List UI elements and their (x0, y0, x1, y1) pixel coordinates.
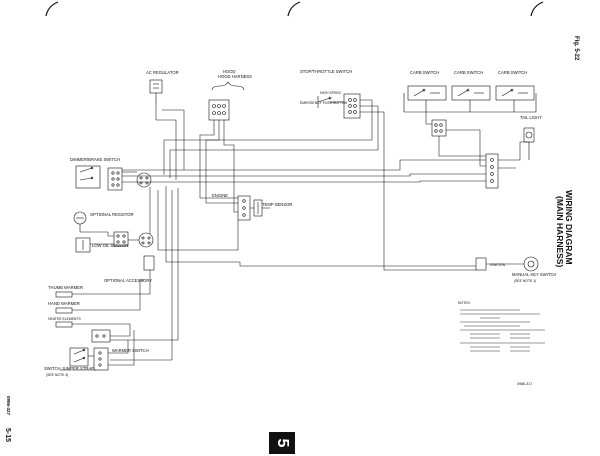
reference-code: 0986-317 (517, 382, 533, 386)
right-connector-block (485, 153, 499, 189)
label-switch-jumper-strap: SWITCH JUMPER STRAP (44, 366, 94, 371)
carb-switch-2-symbol (451, 85, 491, 101)
low-oil-sensor-symbol (75, 231, 129, 253)
label-dimmer-brake-switch: DIMMER/BRAKE SWITCH (70, 157, 120, 162)
notes-block (460, 309, 545, 352)
label-high-speed: HIGH SPEED (320, 91, 341, 95)
figure-number: Fig. 5-22 (573, 36, 579, 61)
label-heater-elements: HEATER ELEMENTS (48, 317, 81, 321)
tail-light-symbol (523, 127, 535, 160)
label-stop-throttle-switch: STOP/THROTTLE SWITCH (300, 69, 352, 74)
label-temp-sensor: TEMP SENSOR (262, 202, 292, 207)
label-emergency-push-button: EMERGENCY PUSH BUTTON (300, 101, 348, 105)
binder-arc-middle (287, 1, 301, 17)
carb-connector (431, 119, 447, 137)
lower-round-connector (138, 232, 155, 271)
carb-switch-1-symbol (407, 85, 447, 101)
label-carb-switch-2: CARB SWITCH (454, 70, 483, 75)
label-ac-regulator: AC REGULATOR (146, 70, 179, 75)
central-connector (136, 172, 152, 188)
hood-harness-connector (208, 99, 230, 121)
label-manual-key-switch: MANUAL KEY SWITCH (512, 272, 556, 277)
carb-switch-3-symbol (495, 85, 535, 101)
label-hood-harness: HOOD HARNESS (218, 74, 252, 79)
label-see-note-1: (SEE NOTE 1) (514, 279, 536, 283)
harness-wires (60, 99, 529, 371)
section-tab: 5 (269, 432, 295, 454)
diagram-subtitle: (MAIN HARNESS) (555, 196, 565, 268)
label-engine: ENGINE (212, 193, 228, 198)
engine-connector (237, 195, 251, 221)
warmer-switch-symbol (69, 347, 109, 371)
document-code: 0986-327 (6, 396, 11, 416)
label-low-oil-sensor: LOW OIL SENSOR (92, 243, 128, 248)
hand-warmer-element-1 (55, 307, 96, 314)
optional-resistor-symbol (73, 211, 87, 232)
label-optional-resistor: OPTIONAL RESISTOR (90, 212, 134, 217)
label-see-note-4: (SEE NOTE 4) (46, 373, 68, 377)
hand-warmer-element-2 (55, 321, 96, 328)
label-thumb-warmer: THUMB WARMER (48, 285, 83, 290)
page-number: 5-15 (4, 428, 11, 443)
binder-arc-right (530, 1, 544, 17)
label-carb-switch-1: CARB SWITCH (410, 70, 439, 75)
ignition-connector (475, 257, 487, 271)
manual-key-switch-symbol (523, 256, 539, 272)
label-tail-light: TAIL LIGHT (520, 115, 542, 120)
label-optional-accessory: OPTIONAL ACCESSORY (104, 278, 152, 283)
hood-harness-brace (211, 81, 245, 91)
section-tab-number: 5 (274, 438, 291, 448)
dimmer-brake-switch-symbol (75, 165, 123, 191)
stop-throttle-switch-symbol (317, 93, 361, 119)
heater-connector (91, 329, 111, 343)
label-ignition: IGNITION (490, 263, 506, 267)
binder-arc-left (45, 1, 59, 17)
label-carb-switch-3: CARB SWITCH (498, 70, 527, 75)
label-hood: HOOD (223, 69, 236, 74)
ac-regulator-symbol (149, 79, 163, 105)
label-warmer-switch: WARMER SWITCH (112, 348, 149, 353)
diagram-title: WIRING DIAGRAM (564, 190, 574, 265)
label-notes: NOTES: (458, 301, 471, 305)
thumb-warmer-element (55, 291, 96, 298)
temp-sensor-symbol (253, 199, 263, 217)
label-hand-warmer: HAND WARMER (48, 301, 80, 306)
